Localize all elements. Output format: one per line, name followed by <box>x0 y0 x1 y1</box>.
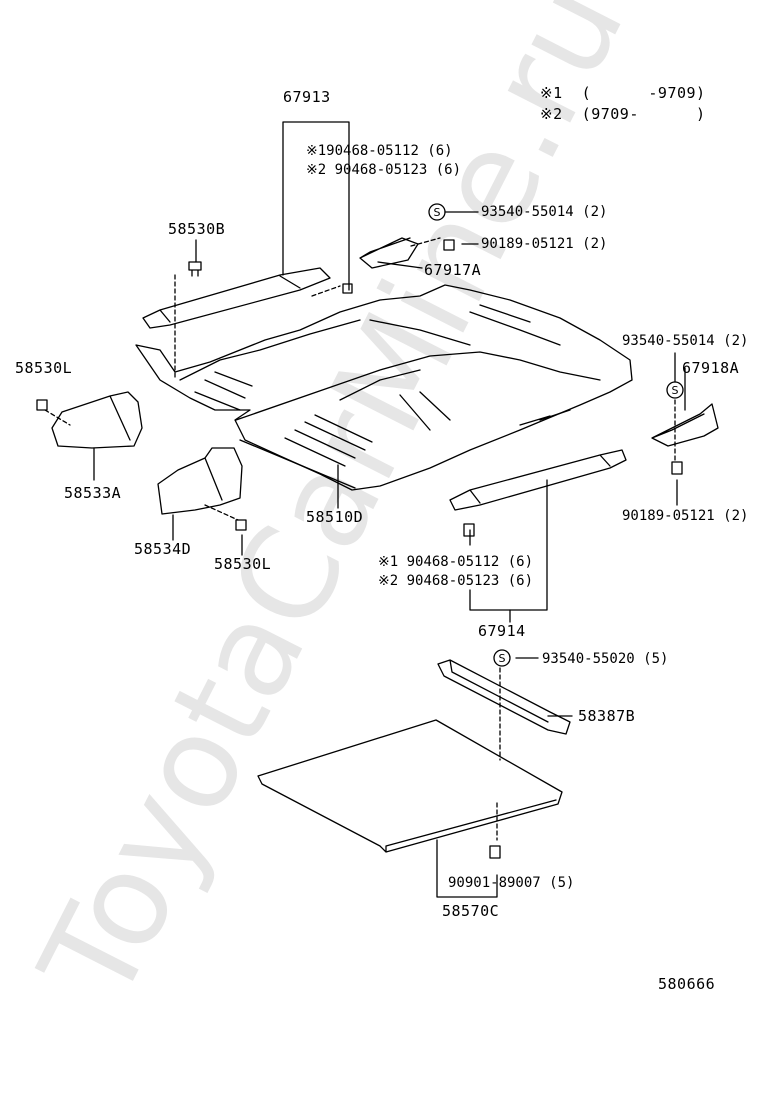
clip-90901 <box>489 845 501 859</box>
part-67914-note2: ※2 90468-05123 (6) <box>378 573 534 589</box>
clip-58530L-bottom <box>235 519 247 531</box>
legend-note-1: ※1 ( -9709) <box>540 84 706 102</box>
leader-67913 <box>282 121 350 291</box>
clip-67914 <box>463 523 475 537</box>
part-67913-note2: ※2 90468-05123 (6) <box>306 162 462 178</box>
part-67914-note1: ※1 90468-05112 (6) <box>378 554 534 570</box>
part-67918A: 67918A <box>682 359 740 377</box>
s-symbol-right: S <box>672 384 679 397</box>
cover-67917A <box>359 237 419 269</box>
dashed-58530L-bottom <box>204 504 239 521</box>
bracket-58387B <box>437 659 571 735</box>
part-90189-05121-top: 90189-05121 (2) <box>481 236 608 252</box>
mat-58570C <box>257 719 563 853</box>
s-circle-right <box>666 381 684 399</box>
cover-67918A <box>651 403 719 447</box>
s-circle-bottom <box>493 649 511 667</box>
part-58534D: 58534D <box>134 540 192 558</box>
part-67913-note1: ※190468-05112 (6) <box>306 143 453 159</box>
leader-67914 <box>469 479 548 611</box>
pad-58534D <box>157 447 243 515</box>
part-58530L-bottom: 58530L <box>214 555 272 573</box>
pad-58533A <box>51 391 143 449</box>
clip-90189-right <box>671 461 683 475</box>
part-58530L-left: 58530L <box>15 359 73 377</box>
diagram-id: 580666 <box>658 975 716 993</box>
part-67917A: 67917A <box>424 261 482 279</box>
part-93540-55014-top: 93540-55014 (2) <box>481 204 608 220</box>
part-58570C: 58570C <box>442 902 500 920</box>
floor-carpet-58510D <box>135 284 633 491</box>
legend-note-2: ※2 (9709- ) <box>540 105 706 123</box>
s-symbol-bottom: S <box>499 652 506 665</box>
part-58530B: 58530B <box>168 220 226 238</box>
sill-plate-67913 <box>142 267 331 329</box>
clip-58530B <box>188 261 202 277</box>
clip-90189-top <box>443 239 455 251</box>
clip-58530L-left <box>36 399 48 411</box>
dashed-67913 <box>311 285 341 297</box>
part-58533A: 58533A <box>64 484 122 502</box>
part-58387B: 58387B <box>578 707 636 725</box>
part-93540-55020: 93540-55020 (5) <box>542 651 669 667</box>
clip-67913 <box>342 283 353 294</box>
part-93540-55014-right: 93540-55014 (2) <box>622 333 749 349</box>
part-90189-05121-right: 90189-05121 (2) <box>622 508 749 524</box>
part-67914: 67914 <box>478 622 526 640</box>
part-58510D: 58510D <box>306 508 364 526</box>
leader-67917A <box>377 261 423 269</box>
sill-plate-67914 <box>449 449 627 511</box>
leader-58570C <box>436 839 498 898</box>
part-90901-89007: 90901-89007 (5) <box>448 875 575 891</box>
s-circle-top <box>428 203 446 221</box>
s-symbol-top: S <box>434 206 441 219</box>
part-67913: 67913 <box>283 88 331 106</box>
dashed-67917A <box>410 237 441 247</box>
dashed-58530L-left <box>44 409 71 426</box>
